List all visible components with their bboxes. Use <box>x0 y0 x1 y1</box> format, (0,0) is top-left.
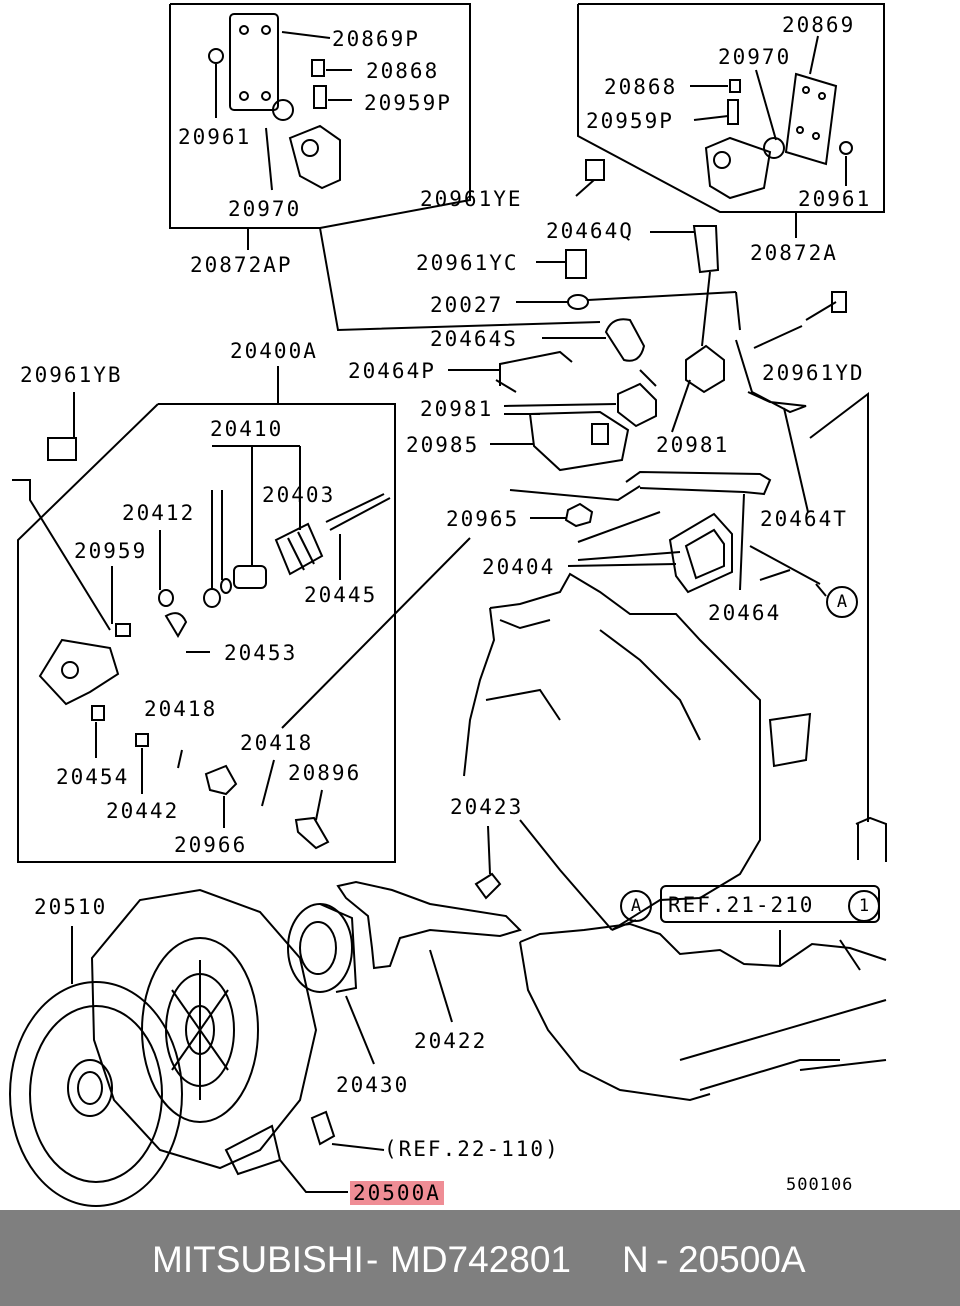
part-label: 20454 <box>56 765 130 789</box>
part-label: 20418 <box>240 731 314 755</box>
footer-bar: MITSUBISHI - MD742801 N - 20500A <box>0 1210 960 1306</box>
part-label: 20896 <box>288 761 362 785</box>
part-label: 20412 <box>122 501 196 525</box>
part-label: 20869P <box>332 27 420 51</box>
part-label: 20959P <box>586 109 674 133</box>
part-label: 20981 <box>420 397 494 421</box>
parts-diagram: 20869P 20868 20959P 20961 20970 20872AP … <box>9 3 887 1207</box>
part-label: 20442 <box>106 799 180 823</box>
part-label: 20872A <box>750 241 838 265</box>
part-label: 20027 <box>430 293 504 317</box>
part-label: 20430 <box>336 1073 410 1097</box>
part-label: 20970 <box>718 45 792 69</box>
part-label: 20966 <box>174 833 248 857</box>
reference-circle: 1 <box>848 890 880 922</box>
part-label: 20959P <box>364 91 452 115</box>
part-label: 20965 <box>446 507 520 531</box>
part-label: 20464P <box>348 359 436 383</box>
part-label: 20464 <box>708 601 782 625</box>
part-label: 20869 <box>782 13 856 37</box>
bolt-reference-label: (REF.22-110) <box>384 1137 560 1161</box>
part-label: 20464S <box>430 327 518 351</box>
part-label: 20423 <box>450 795 524 819</box>
part-label: 20959 <box>74 539 148 563</box>
reference-label: REF.21-210 <box>668 893 815 917</box>
part-label: 20961 <box>798 187 872 211</box>
part-label: 20403 <box>262 483 336 507</box>
part-label: 20961YD <box>762 361 865 385</box>
marker-a-circle: A <box>620 890 652 922</box>
diagram-code: 500106 <box>786 1175 854 1195</box>
part-label: 20970 <box>228 197 302 221</box>
part-label: 20981 <box>656 433 730 457</box>
part-number: MD742801 <box>390 1239 572 1280</box>
part-label: 20961YB <box>20 363 123 387</box>
part-label: 20418 <box>144 697 218 721</box>
highlighted-part-label: 20500A <box>350 1181 444 1205</box>
part-label: 20961YC <box>416 251 519 275</box>
part-label: 20445 <box>304 583 378 607</box>
part-label: 20868 <box>366 59 440 83</box>
part-label: 20410 <box>210 417 284 441</box>
reference-number: 20500A <box>678 1239 806 1280</box>
reference-prefix: N <box>622 1239 649 1280</box>
part-label: 20464T <box>760 507 848 531</box>
part-label: 20868 <box>604 75 678 99</box>
part-label: 20985 <box>406 433 480 457</box>
part-label: 20961 <box>178 125 252 149</box>
part-label: 20872AP <box>190 253 293 277</box>
diagram-drawing <box>9 3 887 1207</box>
part-label: 20404 <box>482 555 556 579</box>
part-label: 20510 <box>34 895 108 919</box>
separator: - <box>366 1239 379 1280</box>
part-label: 20453 <box>224 641 298 665</box>
part-label: 20422 <box>414 1029 488 1053</box>
separator: - <box>656 1239 669 1280</box>
marker-a-circle: A <box>826 586 858 618</box>
part-label: 20961YE <box>420 187 523 211</box>
brand-name: MITSUBISHI <box>152 1239 364 1280</box>
part-label: 20400A <box>230 339 318 363</box>
part-label: 20464Q <box>546 219 634 243</box>
